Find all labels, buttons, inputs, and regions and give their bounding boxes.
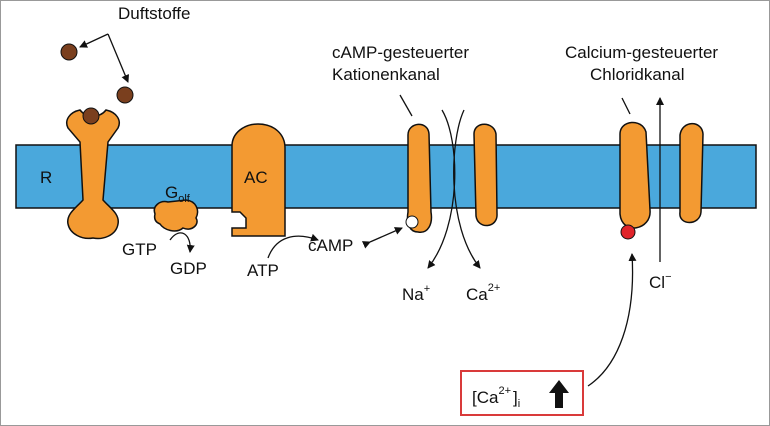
chloride-channel-label-2: Chloridkanal [590,65,685,84]
atp-label: ATP [247,261,279,280]
calcium-label: Ca2+ [466,282,500,304]
adenylyl-cyclase [231,123,286,237]
chloride-channel-right [679,122,704,224]
cation-channel-label-1: cAMP-gesteuerter [332,43,469,62]
g-protein [153,199,199,232]
intracellular-calcium-label: [Ca2+]i [472,385,520,410]
chloride-label: Cl− [649,271,672,292]
odorant-molecule [60,43,78,61]
gtp-label: GTP [122,240,157,259]
gdp-label: GDP [170,259,207,278]
odorants-label: Duftstoffe [118,4,190,23]
odorant-bound [82,107,100,125]
ac-label: AC [244,168,268,187]
chloride-channel-label-1: Calcium-gesteuerter [565,43,718,62]
gtp-gdp-arrow [169,232,195,253]
cation-channel-leader [399,94,413,117]
cation-channel-label-2: Kationenkanal [332,65,440,84]
g-protein-label: Golf [165,183,191,205]
chloride-channel-left [619,121,651,229]
odorant-molecule [116,86,134,104]
cation-channel-right [473,123,498,227]
camp-label: cAMP [308,236,353,255]
calcium-ion-bound [620,224,636,240]
calcium-flux-arrow [453,109,481,269]
odorant-arrow [79,33,109,48]
calcium-activation-arrow [587,253,637,387]
odorant-arrow [107,33,129,83]
atp-camp-arrow [267,233,319,259]
camp-binding-arrow [361,227,403,249]
receptor-label: R [40,168,52,187]
sodium-label: Na+ [402,283,430,304]
camp-binding-site [405,215,419,229]
chloride-channel-leader [621,97,631,115]
up-arrow-icon [549,380,569,408]
